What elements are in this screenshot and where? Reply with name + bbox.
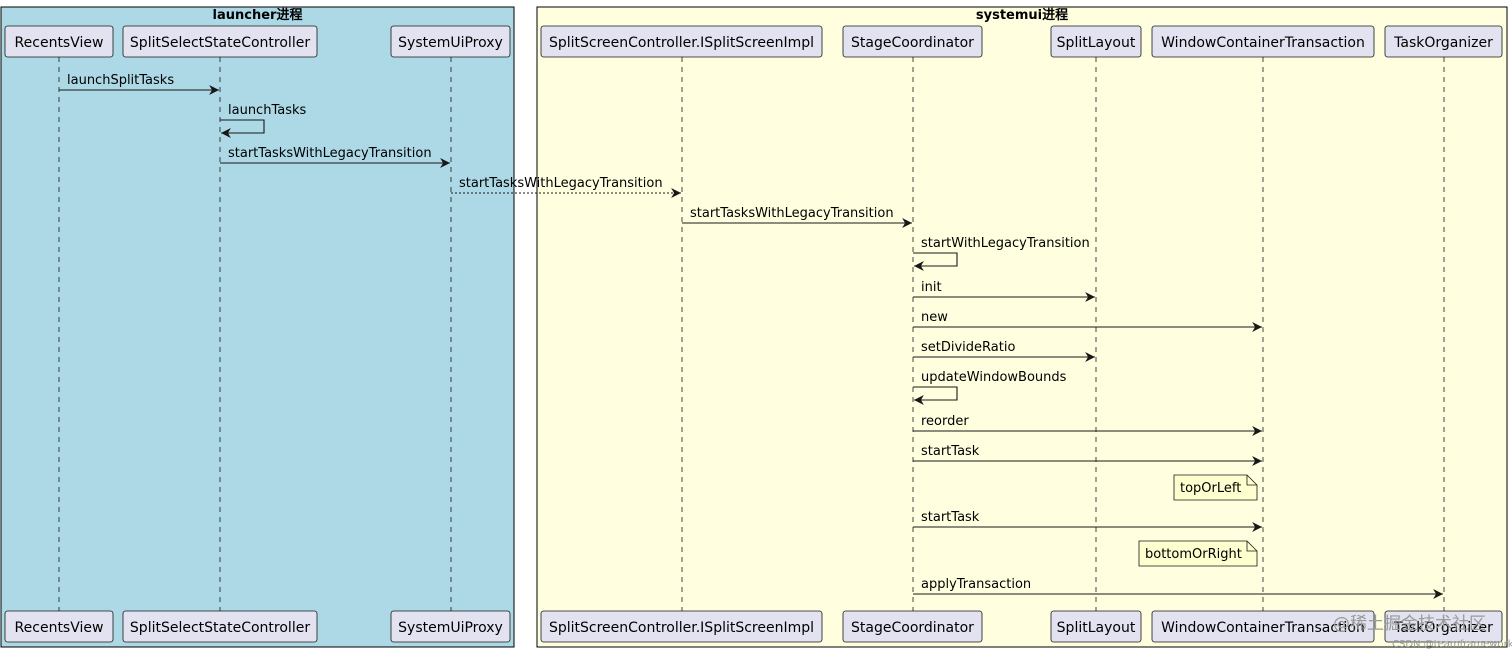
note-2: bottomOrRight	[1138, 540, 1258, 567]
participant-box	[540, 25, 823, 58]
participant-splitlayout-bottom: SplitLayout	[1050, 610, 1142, 643]
message-8: new	[913, 310, 1262, 332]
participant-box	[1151, 610, 1375, 643]
group-frame-launcher	[0, 6, 515, 648]
participant-box	[1050, 610, 1142, 643]
group-title-systemui: systemui进程	[976, 8, 1068, 23]
participant-box	[4, 25, 114, 58]
participant-splitselect-top: SplitSelectStateController	[122, 25, 318, 58]
message-label: startTasksWithLegacyTransition	[228, 146, 432, 161]
watermark: @稀土掘金技术社区 CSDN @teamframework	[1333, 614, 1512, 650]
participant-taskorg-top: TaskOrganizer	[1384, 25, 1503, 58]
participant-wct-bottom: WindowContainerTransaction	[1151, 610, 1375, 643]
participant-label: TaskOrganizer	[1393, 35, 1493, 51]
participant-label: RecentsView	[15, 620, 104, 636]
message-6: startWithLegacyTransition	[913, 236, 1090, 271]
participant-label: TaskOrganizer	[1393, 620, 1493, 636]
message-label: startTask	[921, 510, 980, 525]
participant-box	[1384, 25, 1503, 58]
message-3: startTasksWithLegacyTransition	[220, 146, 450, 168]
message-label: startTasksWithLegacyTransition	[690, 206, 894, 221]
message-10: updateWindowBounds	[913, 370, 1067, 405]
participant-box	[842, 610, 983, 643]
watermark-text: @稀土掘金技术社区	[1333, 614, 1486, 634]
participant-label: SplitSelectStateController	[130, 620, 310, 636]
participant-label: RecentsView	[15, 35, 104, 51]
participant-splitscreen-top: SplitScreenController.ISplitScreenImpl	[540, 25, 823, 58]
participant-splitscreen-bottom: SplitScreenController.ISplitScreenImpl	[540, 610, 823, 643]
participant-box	[122, 610, 318, 643]
self-message-arrow	[220, 119, 265, 138]
participant-recents-bottom: RecentsView	[4, 610, 114, 643]
note-fold	[1246, 475, 1257, 486]
message-2: launchTasks	[220, 103, 307, 138]
message-label: startTasksWithLegacyTransition	[459, 176, 663, 191]
message-13: startTask	[913, 510, 1262, 532]
participant-label: SystemUiProxy	[398, 35, 503, 51]
participant-box	[390, 610, 511, 643]
group-title-launcher: launcher进程	[213, 8, 303, 23]
self-message-arrow	[913, 252, 958, 271]
participant-recents-top: RecentsView	[4, 25, 114, 58]
watermark-subtext: CSDN @teamframework	[1392, 639, 1512, 650]
message-label: setDivideRatio	[921, 340, 1015, 355]
message-label: startWithLegacyTransition	[921, 236, 1090, 251]
message-1: launchSplitTasks	[59, 73, 219, 95]
participant-box	[842, 25, 983, 58]
participant-label: SplitLayout	[1057, 620, 1136, 636]
note-box	[1173, 474, 1258, 501]
participant-label: SystemUiProxy	[398, 620, 503, 636]
participant-label: StageCoordinator	[851, 35, 974, 51]
message-label: new	[921, 310, 948, 325]
participant-sysproxy-top: SystemUiProxy	[390, 25, 511, 58]
participant-box	[1151, 25, 1375, 58]
note-box	[1138, 540, 1258, 567]
participant-box	[1050, 25, 1142, 58]
message-label: launchTasks	[228, 103, 307, 118]
participant-label: SplitSelectStateController	[130, 35, 310, 51]
note-label: topOrLeft	[1180, 481, 1241, 496]
participant-label: WindowContainerTransaction	[1161, 620, 1365, 636]
participant-label: WindowContainerTransaction	[1161, 35, 1365, 51]
participant-stage-bottom: StageCoordinator	[842, 610, 983, 643]
participant-splitlayout-top: SplitLayout	[1050, 25, 1142, 58]
participant-box	[122, 25, 318, 58]
participant-box	[540, 610, 823, 643]
participant-box	[390, 25, 511, 58]
message-9: setDivideRatio	[913, 340, 1095, 362]
message-11: reorder	[913, 414, 1262, 436]
message-label: init	[921, 280, 942, 295]
participant-sysproxy-bottom: SystemUiProxy	[390, 610, 511, 643]
note-fold	[1246, 541, 1257, 552]
participant-stage-top: StageCoordinator	[842, 25, 983, 58]
message-label: launchSplitTasks	[67, 73, 174, 88]
participant-splitselect-bottom: SplitSelectStateController	[122, 610, 318, 643]
self-message-arrow	[913, 386, 958, 405]
message-label: startTask	[921, 444, 980, 459]
participant-box	[1384, 610, 1503, 643]
message-14: applyTransaction	[913, 577, 1443, 599]
message-12: startTask	[913, 444, 1262, 466]
participant-wct-top: WindowContainerTransaction	[1151, 25, 1375, 58]
participant-taskorg-bottom: TaskOrganizer	[1384, 610, 1503, 643]
participant-label: StageCoordinator	[851, 620, 974, 636]
note-label: bottomOrRight	[1145, 547, 1242, 562]
participant-label: SplitScreenController.ISplitScreenImpl	[549, 35, 814, 51]
participant-box	[4, 610, 114, 643]
note-1: topOrLeft	[1173, 474, 1258, 501]
message-label: reorder	[921, 414, 969, 429]
message-label: updateWindowBounds	[921, 370, 1067, 385]
message-label: applyTransaction	[921, 577, 1031, 592]
message-4: startTasksWithLegacyTransition	[451, 176, 681, 198]
message-5: startTasksWithLegacyTransition	[682, 206, 912, 228]
message-7: init	[913, 280, 1095, 302]
participant-label: SplitLayout	[1057, 35, 1136, 51]
participant-label: SplitScreenController.ISplitScreenImpl	[549, 620, 814, 636]
